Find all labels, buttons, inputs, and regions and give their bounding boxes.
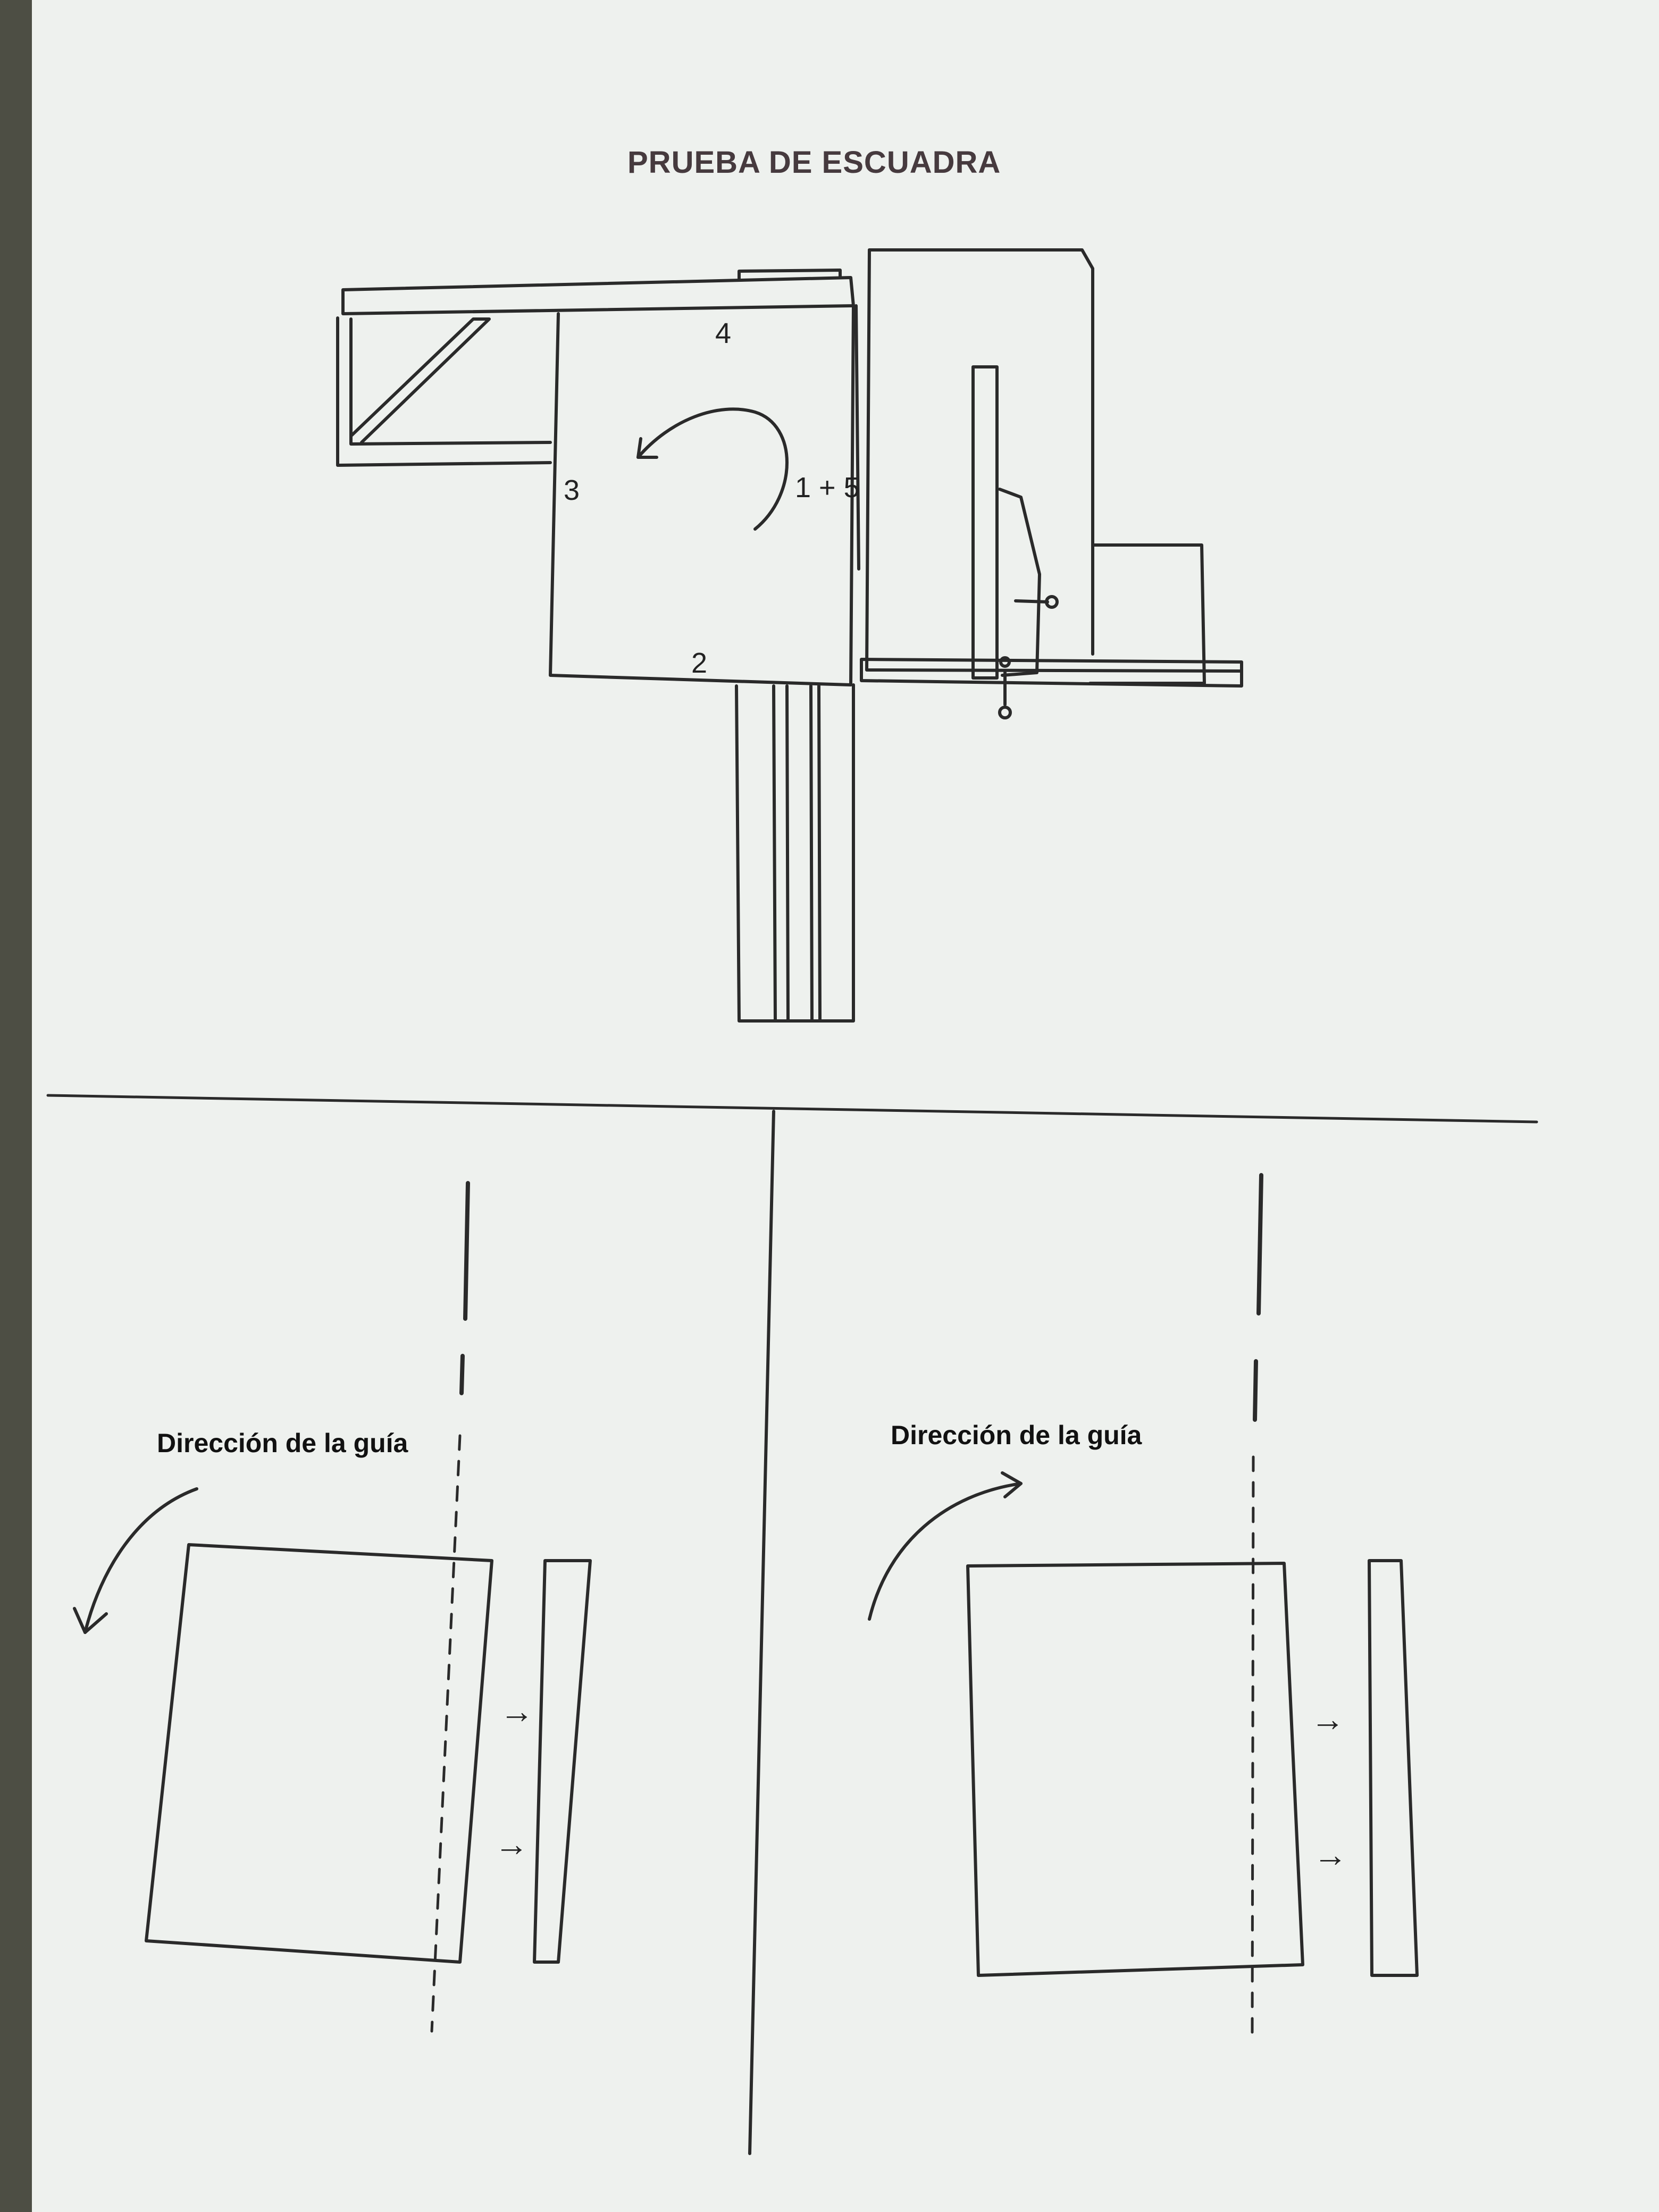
fence-clamp [998, 488, 1041, 677]
left-fence [533, 1559, 592, 1964]
vertical-divider [748, 1110, 775, 2155]
label-side-2: 2 [691, 647, 707, 679]
label-rotation: 1 + 5 [795, 472, 860, 504]
right-fence [1368, 1559, 1419, 1977]
rotation-arc [636, 407, 789, 531]
label-side-3: 3 [564, 474, 580, 506]
left-bracket-frame [336, 316, 552, 467]
rail-clamp [738, 269, 842, 281]
right-panel-caption: Dirección de la guía [891, 1420, 1142, 1450]
document-page: PRUEBA DE ESCUADRA [32, 0, 1659, 2212]
right-square [966, 1562, 1304, 1977]
right-frame [865, 248, 1243, 673]
label-side-4: 4 [715, 317, 731, 349]
page-title: PRUEBA DE ESCUADRA [627, 145, 1001, 180]
right-arrow-upper: → [1311, 1700, 1345, 1738]
left-arrow-upper: → [500, 1692, 534, 1730]
right-direction-arrow [868, 1482, 1023, 1621]
lower-bars [735, 683, 855, 1023]
left-square [145, 1543, 493, 1964]
left-arrow-lower: → [495, 1825, 529, 1863]
left-direction-arrow [83, 1487, 198, 1634]
left-guide-line [430, 1434, 462, 2033]
top-rail [341, 276, 855, 315]
main-square [549, 304, 855, 686]
machine-diagram: 4 3 1 + 5 2 → → → → [46, 248, 1538, 2155]
right-arrow-lower: → [1313, 1836, 1347, 1874]
fence [971, 365, 999, 680]
lower-rail [860, 658, 1243, 688]
horizontal-divider [46, 1094, 1538, 1124]
left-panel-caption: Dirección de la guía [157, 1428, 408, 1458]
bracket-brace [349, 317, 491, 444]
right-guide-line [1251, 1455, 1255, 2038]
